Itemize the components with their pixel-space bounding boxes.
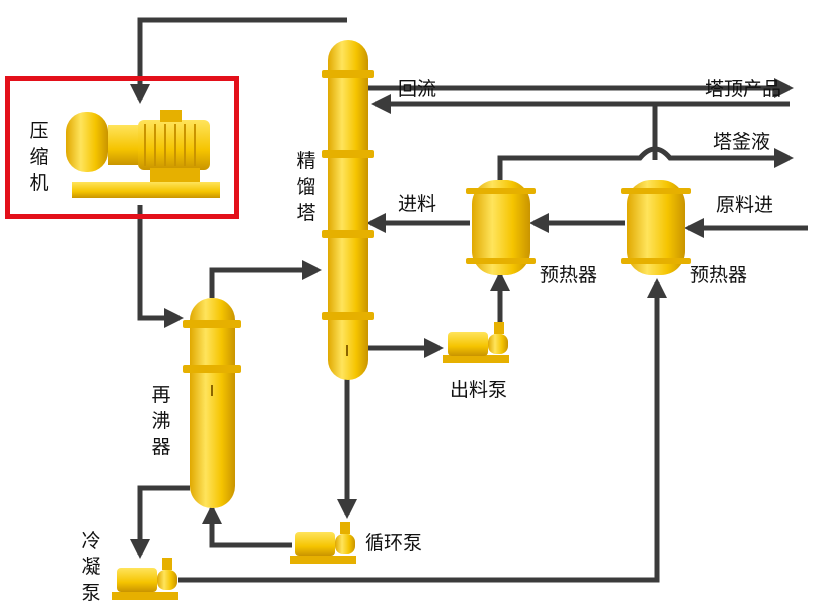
pipe-column-top-to-compressor: [130, 17, 347, 104]
bottoms-label: 塔釜液: [713, 131, 771, 153]
compressor-highlight-box: [5, 76, 239, 219]
discharge-pump-unit: [443, 322, 509, 363]
top-product-label: 塔顶产品: [705, 78, 782, 100]
reflux-label: 回流: [398, 78, 437, 100]
feed-label: 进料: [398, 193, 437, 215]
preheater-right-vessel: [621, 180, 691, 275]
circulation-pump-unit: [290, 522, 356, 564]
pipe-bottoms-outlet: [497, 146, 794, 180]
distillation-column: [322, 40, 374, 380]
compressor-label: 压缩机: [29, 120, 49, 194]
pipe-reboiler-to-condenser-pump: [130, 485, 190, 559]
column-label: 精馏塔: [296, 150, 316, 224]
pipe-compressor-to-reboiler: [137, 205, 184, 328]
reboiler-label: 再沸器: [151, 384, 171, 458]
preheater-left-label: 预热器: [540, 264, 598, 286]
raw-feed-label: 原料进: [716, 194, 774, 216]
pipe-circulation-pump-to-reboiler: [202, 504, 292, 548]
preheater-left-vessel: [466, 180, 536, 275]
reboiler-vessel: [183, 298, 241, 508]
pipe-reboiler-to-column: [209, 260, 322, 298]
condenser-pump-label: 冷凝泵: [81, 530, 101, 604]
compressor-unit: [66, 110, 220, 198]
condenser-pump-unit: [112, 558, 178, 600]
circulation-pump-label: 循环泵: [365, 532, 423, 554]
preheater-right-label: 预热器: [690, 264, 748, 286]
discharge-pump-label: 出料泵: [450, 379, 508, 401]
pipe-condenser-pump-to-preheater: [178, 278, 667, 583]
